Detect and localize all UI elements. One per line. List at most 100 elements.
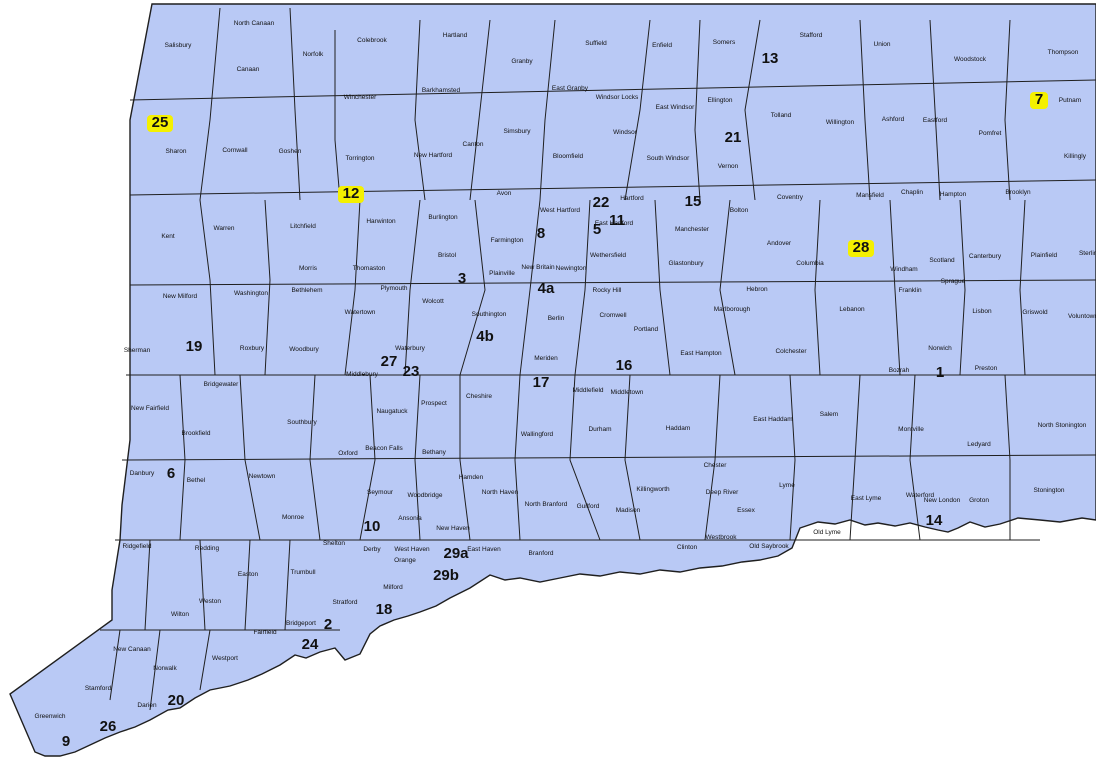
district-number: 1 [936,364,944,381]
town-label: Plainfield [1031,252,1058,259]
town-label: New Canaan [113,646,151,653]
district-number: 20 [168,692,185,709]
town-label: Bethlehem [291,287,322,294]
town-label: Newington [556,265,587,272]
town-label: Newtown [249,473,276,480]
town-label: Coventry [777,194,804,201]
town-label: Old Lyme [813,529,841,536]
district-number: 29a [443,545,469,562]
district-number: 23 [403,363,420,380]
town-label: New Haven [436,525,470,532]
town-label: Sterling [1079,250,1096,257]
town-label: Barkhamsted [422,87,461,94]
district-number: 25 [152,114,169,131]
town-label: Derby [363,546,381,553]
town-label: Glastonbury [668,260,704,267]
town-label: Sherman [124,347,151,354]
district-number: 26 [100,718,117,735]
town-label: Somers [713,39,736,46]
district-number: 12 [343,185,360,202]
town-label: Bolton [730,207,749,214]
town-label: Montville [898,426,924,433]
town-label: Wolcott [422,298,444,305]
town-label: West Hartford [540,207,580,214]
town-label: New Milford [163,293,198,300]
town-label: Griswold [1022,309,1048,316]
district-number: 11 [609,212,625,229]
town-label: Lisbon [972,308,992,315]
district-number: 8 [537,225,545,242]
district-number: 17 [533,374,550,391]
town-label: East Haddam [753,416,792,423]
town-label: Monroe [282,514,304,521]
town-label: Washington [234,290,268,297]
town-label: Hamden [459,474,484,481]
town-label: Southington [472,311,507,318]
town-label: Canaan [237,66,260,73]
town-label: Durham [588,426,611,433]
town-label: Vernon [718,163,739,170]
town-label: Manchester [675,226,710,233]
district-highlight [147,115,173,132]
town-label: Plainville [489,270,515,277]
district-number: 15 [685,193,702,210]
town-label: Willington [826,119,855,126]
town-label: Easton [238,571,259,578]
town-label: Groton [969,497,989,504]
town-label: Voluntown [1068,313,1096,320]
town-label: Naugatuck [376,408,408,415]
town-label: Cromwell [599,312,627,319]
town-label: Hartford [620,195,644,202]
town-label: Bridgewater [204,381,240,388]
town-label: Stratford [333,599,358,606]
town-label: Oxford [338,450,358,457]
town-label: Salisbury [165,42,192,49]
town-label: Deep River [706,489,739,496]
town-label: Killingworth [636,486,670,493]
town-label: Putnam [1059,97,1081,104]
town-label: Westbrook [706,534,738,541]
town-label: Sharon [166,148,187,155]
town-label: Eastford [923,117,948,124]
town-label: Cheshire [466,393,492,400]
town-label: Woodbury [289,346,319,353]
town-label: Union [874,41,891,48]
town-label: Cornwall [222,147,248,154]
town-label: Suffield [585,40,607,47]
town-label: Branford [529,550,554,557]
town-label: Preston [975,365,998,372]
town-label: Andover [767,240,792,247]
town-label: Woodbridge [408,492,443,499]
town-label: Scotland [929,257,955,264]
town-label: Woodstock [954,56,987,63]
district-number: 3 [458,270,466,287]
town-label: Danbury [130,470,155,477]
district-number: 2 [324,616,332,633]
town-label: New Hartford [414,152,453,159]
town-label: Enfield [652,42,672,49]
town-label: Prospect [421,400,447,407]
district-number: 10 [364,518,381,535]
town-label: Essex [737,507,755,514]
town-label: Sprague [941,278,966,285]
town-label: Chaplin [901,189,923,196]
town-label: Norwich [928,345,952,352]
town-label: Milford [383,584,403,591]
town-label: Meriden [534,355,558,362]
town-label: South Windsor [647,155,690,162]
district-number: 5 [593,221,601,238]
district-highlight [338,186,364,203]
town-label: Bethany [422,449,447,456]
town-label: Bloomfield [553,153,584,160]
district-number: 4a [538,280,555,297]
town-label: Fairfield [253,629,277,636]
town-label: East Granby [552,85,589,92]
town-labels: North CanaanSalisburyCanaanNorfolkColebr… [34,20,1096,720]
town-label: Middletown [611,389,644,396]
town-label: New Fairfield [131,405,169,412]
town-label: Hebron [746,286,768,293]
district-number: 4b [476,328,494,345]
district-highlight [848,240,874,257]
town-label: Ledyard [967,441,991,448]
town-label: Salem [820,411,838,418]
